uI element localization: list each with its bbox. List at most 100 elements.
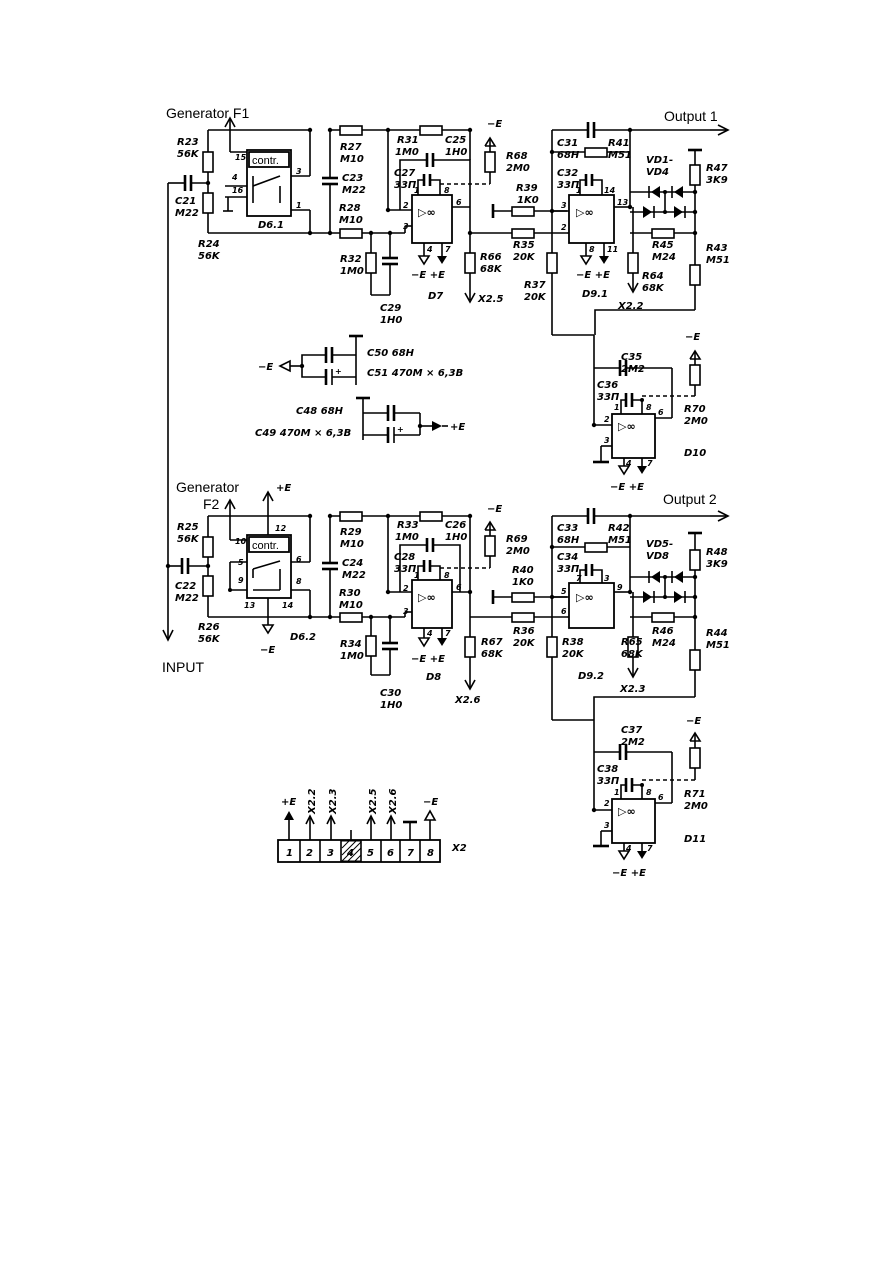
d62-pin-6: 6: [296, 555, 302, 564]
d61-pin-16: 16: [232, 186, 244, 195]
c50-label: C50 68H: [367, 348, 415, 359]
r42-value: M51: [608, 535, 632, 546]
d92-pin-3: 3: [604, 574, 610, 583]
d7-pin-8: 8: [444, 186, 450, 195]
r33-value: 1M0: [395, 532, 419, 543]
c28-name: C28: [394, 552, 415, 563]
r28-name: R28: [339, 203, 361, 214]
r40-name: R40: [512, 565, 534, 576]
x2-pin-7: 7: [407, 848, 414, 859]
r70-value: 2M0: [684, 416, 708, 427]
d11-pin-2: 2: [604, 799, 610, 808]
x2-pin-4: 4: [346, 848, 354, 859]
d7-pin-2: 2: [403, 201, 409, 210]
c33-name: C33: [557, 523, 578, 534]
r64-value: 68K: [642, 283, 665, 294]
r26-value: 56K: [198, 634, 221, 645]
d7-pin-6: 6: [456, 198, 462, 207]
decouple-neg-label: −E: [258, 362, 273, 373]
d61-pin-15: 15: [235, 153, 247, 162]
vd1-name: VD1-: [646, 155, 673, 166]
d62-pin-13: 13: [244, 601, 256, 610]
r41-value: M51: [608, 150, 632, 161]
c22-name: C22: [175, 581, 196, 592]
r67-name: R67: [481, 637, 503, 648]
r47-value: 3K9: [706, 175, 728, 186]
r32-value: 1M0: [340, 266, 364, 277]
d10-pin-6: 6: [658, 408, 664, 417]
c29-name: C29: [380, 303, 401, 314]
d91-amp-symbol: ▷∞: [576, 206, 594, 219]
r68-supply: −E: [487, 119, 502, 130]
d62-pos-supply: +E: [276, 483, 291, 494]
c27-name: C27: [394, 168, 415, 179]
r43-value: M51: [706, 255, 730, 266]
x2-pin-5: 5: [367, 848, 374, 859]
x23-label: X2.3: [619, 684, 645, 695]
r69-value: 2M0: [506, 546, 530, 557]
r44-value: M51: [706, 640, 730, 651]
d91-pin-2: 2: [561, 223, 567, 232]
r36-value: 20K: [513, 638, 536, 649]
d61-label: D6.1: [258, 220, 284, 231]
vd5-value: VD8: [646, 551, 669, 562]
c36-value: 33П: [597, 392, 620, 403]
input-label: INPUT: [162, 659, 204, 675]
c30-name: C30: [380, 688, 401, 699]
x2-sig-1: +E: [281, 797, 296, 808]
d91-pin-11: 11: [607, 245, 618, 254]
c24-value: M22: [342, 570, 366, 581]
d11-pin-1: 1: [614, 788, 620, 797]
d8-supply: −E +E: [411, 654, 445, 665]
d62-pin-9: 9: [238, 576, 244, 585]
output-2-label: Output 2: [663, 491, 717, 507]
d11-stage: ▷∞ −E −E +E D11 1 2 3 6 8 4 7 C37 2M2 C3…: [591, 716, 708, 879]
r27-name: R27: [340, 142, 362, 153]
r65-value: 68K: [621, 649, 644, 660]
x2-label: X2: [451, 843, 467, 854]
r30-value: M10: [339, 600, 363, 611]
d91-pin-8: 8: [589, 245, 595, 254]
r68-name: R68: [506, 151, 528, 162]
d10-stage: ▷∞ −E −E +E D10 1 2 3 6 8 4 7 C35 2M2 C3…: [591, 332, 708, 493]
x2-sig-2: X2.2: [307, 789, 318, 815]
c21-value: M22: [175, 208, 199, 219]
svg-text:+: +: [397, 425, 404, 434]
c31-value: 68H: [557, 150, 580, 161]
d11-label: D11: [684, 834, 706, 845]
c25-name: C25: [445, 135, 466, 146]
d8-pin-3: 3: [403, 607, 409, 616]
d61-pin-1: 1: [296, 201, 302, 210]
c23-name: C23: [342, 173, 363, 184]
d92-pin-6: 6: [561, 607, 567, 616]
c38-value: 33П: [597, 776, 620, 787]
d7-pin-3: 3: [403, 222, 409, 231]
c38-name: C38: [597, 764, 618, 775]
connector-hatch: [341, 840, 362, 862]
r25-name: R25: [177, 522, 199, 533]
d61-pin-4: 4: [231, 173, 238, 182]
r46-value: M24: [652, 638, 676, 649]
r38-name: R38: [562, 637, 584, 648]
r24-value: 56K: [198, 251, 221, 262]
r46-name: R46: [652, 626, 674, 637]
generator-f1-title: Generator F1: [166, 105, 249, 121]
generator-f2-title: Generator: [176, 479, 239, 495]
d62-pin-8: 8: [296, 577, 302, 586]
c37-value: 2M2: [621, 737, 645, 748]
d62-contr-label: contr.: [252, 540, 279, 552]
d8-pin-4: 4: [426, 629, 433, 638]
c33-value: 68H: [557, 535, 580, 546]
r23-value: 56K: [177, 149, 200, 160]
c23-value: M22: [342, 185, 366, 196]
c37-name: C37: [621, 725, 642, 736]
d8-pin-6: 6: [456, 583, 462, 592]
x2-sig-6: X2.6: [388, 789, 399, 815]
d62-pin-5: 5: [238, 558, 244, 567]
c34-value: 33П: [557, 564, 580, 575]
r48-value: 3K9: [706, 559, 728, 570]
r39-value: 1K0: [517, 195, 539, 206]
d62-pin-14: 14: [282, 601, 294, 610]
r65-name: R65: [621, 637, 643, 648]
r23-name: R23: [177, 137, 199, 148]
